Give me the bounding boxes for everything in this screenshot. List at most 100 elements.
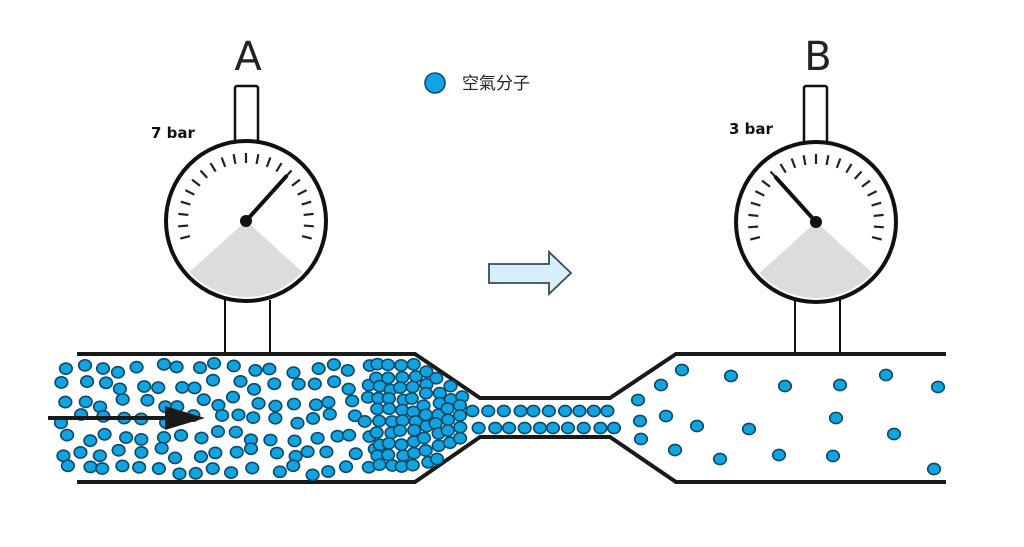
gauge-tick — [853, 170, 863, 180]
air-molecule — [77, 358, 93, 372]
air-molecule — [606, 421, 622, 435]
air-molecule — [111, 443, 126, 457]
gauge-a-top-stem — [233, 84, 260, 150]
air-molecule — [393, 381, 408, 394]
air-molecule — [134, 432, 149, 446]
air-molecule — [517, 421, 532, 435]
gauge-tick — [748, 213, 759, 218]
gauge-tick — [191, 178, 201, 187]
air-molecule — [658, 409, 674, 423]
gauge-b-ticks — [748, 154, 884, 241]
air-molecule — [452, 409, 468, 422]
air-molecule — [471, 421, 486, 435]
air-molecule — [441, 413, 456, 427]
gauge-tick — [873, 213, 884, 218]
air-molecules — [53, 356, 946, 482]
gauge-tick — [845, 163, 853, 174]
air-molecule — [54, 376, 69, 389]
gauge-tick — [291, 178, 301, 187]
air-molecule — [667, 443, 683, 457]
air-molecule — [262, 362, 277, 376]
air-molecule — [653, 378, 669, 392]
air-molecule — [501, 421, 517, 435]
air-molecule — [370, 402, 385, 416]
air-molecule — [205, 373, 221, 387]
gauge-tick — [297, 189, 308, 196]
gauge-tick — [303, 212, 314, 217]
air-molecule — [828, 411, 844, 425]
air-molecule — [429, 371, 444, 385]
air-molecule — [83, 434, 98, 448]
air-molecule — [560, 421, 576, 435]
air-molecule — [419, 365, 434, 379]
air-molecule — [723, 369, 739, 383]
air-molecule — [630, 393, 646, 407]
gauge-tick — [754, 190, 765, 197]
air-molecule — [119, 431, 134, 444]
air-molecule — [269, 446, 285, 460]
flow-direction-arrow-icon — [488, 249, 573, 297]
gauge-a-ticks — [178, 153, 314, 240]
air-molecule — [347, 409, 363, 423]
air-molecule — [129, 360, 144, 374]
air-molecule — [268, 411, 283, 425]
air-molecule — [92, 449, 107, 463]
air-molecule — [488, 421, 503, 435]
gauge-tick — [779, 163, 787, 174]
air-molecule — [777, 379, 793, 393]
air-molecule — [576, 421, 591, 435]
air-molecule — [151, 462, 166, 475]
air-molecule — [348, 447, 363, 461]
air-molecule — [154, 441, 169, 455]
gauge-tick — [871, 235, 882, 241]
air-molecule — [311, 362, 326, 375]
gauge-tick — [790, 158, 797, 169]
air-molecule — [380, 358, 396, 372]
air-molecule — [226, 359, 241, 373]
air-molecule — [372, 458, 387, 472]
air-molecule — [58, 395, 73, 409]
air-molecule — [110, 365, 126, 379]
air-molecule — [452, 431, 468, 445]
air-molecule — [205, 462, 220, 475]
legend-label: 空氣分子 — [462, 74, 530, 94]
air-molecule — [453, 420, 468, 434]
air-molecule — [532, 421, 548, 435]
air-molecule — [878, 368, 894, 382]
pipe-top-wall — [77, 352, 946, 400]
air-molecule — [310, 431, 325, 445]
gauge-tick — [301, 234, 312, 240]
air-molecule — [233, 374, 248, 388]
air-molecule — [392, 424, 408, 437]
air-molecule — [187, 381, 202, 395]
gauge-tick — [265, 157, 272, 168]
air-molecule — [167, 451, 183, 465]
gauge-tick — [825, 154, 830, 166]
gauge-tick — [178, 224, 189, 228]
air-molecule — [405, 380, 420, 394]
gauge-tick — [802, 154, 807, 166]
air-molecule — [173, 429, 189, 442]
air-molecule — [326, 358, 342, 371]
air-molecule — [79, 375, 95, 388]
air-molecule — [272, 465, 287, 479]
air-molecule — [372, 414, 387, 428]
air-molecule — [406, 446, 422, 460]
air-molecule — [322, 407, 337, 421]
air-molecule — [206, 356, 222, 370]
air-molecule — [418, 386, 434, 400]
air-molecule — [246, 411, 261, 424]
air-molecule — [188, 466, 203, 480]
air-molecule — [382, 402, 397, 416]
air-molecule — [290, 416, 305, 430]
air-molecule — [481, 404, 496, 418]
air-molecule — [340, 363, 355, 377]
air-molecule — [418, 408, 433, 422]
air-molecule — [558, 404, 573, 418]
air-molecule — [95, 462, 110, 475]
air-molecule — [689, 419, 705, 433]
air-molecule — [115, 459, 130, 473]
air-molecule — [268, 399, 283, 413]
air-molecule — [357, 415, 372, 428]
